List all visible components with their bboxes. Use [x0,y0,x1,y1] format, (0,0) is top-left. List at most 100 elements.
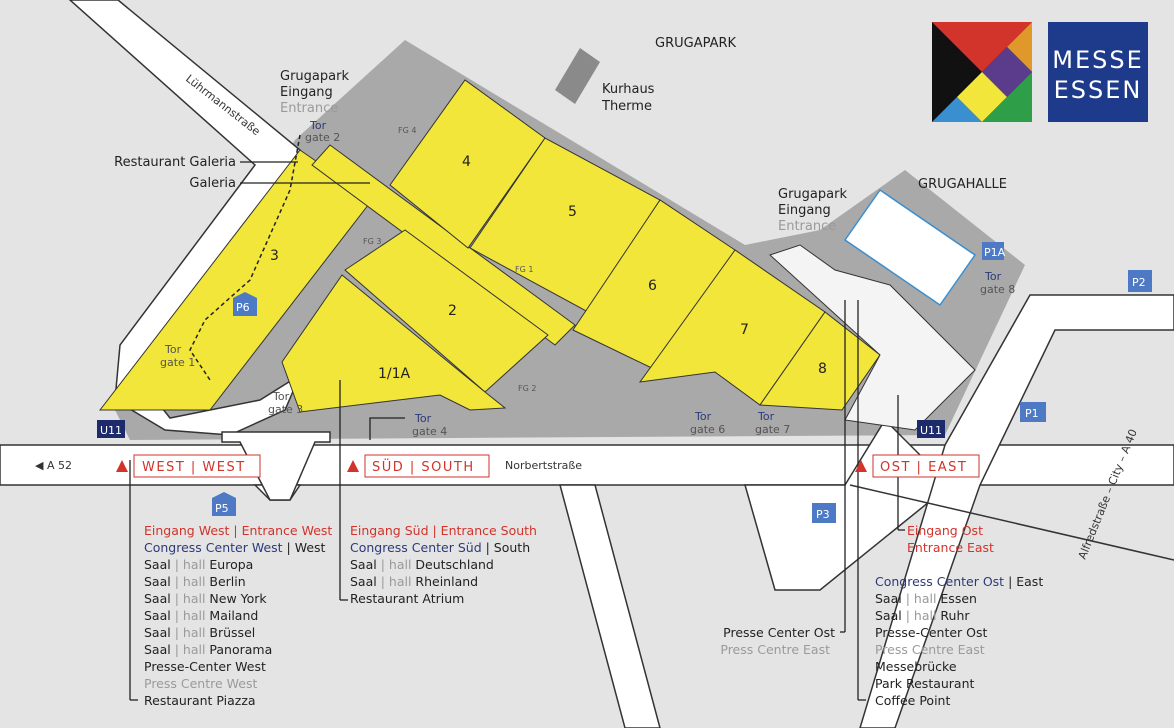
hall-7-label: 7 [740,322,749,338]
svg-text:Restaurant Atrium: Restaurant Atrium [350,591,464,606]
svg-text:gate 3: gate 3 [268,403,303,416]
park-entrance-east-3: Entrance [778,219,836,234]
svg-text:gate 7: gate 7 [755,423,790,436]
svg-text:Restaurant Piazza: Restaurant Piazza [144,693,256,708]
a52-direction: ◀ A 52 [35,459,72,472]
parking-p2[interactable]: P2 [1128,270,1152,292]
svg-text:P3: P3 [816,508,830,521]
svg-text:Saal | hall Mailand: Saal | hall Mailand [144,608,258,623]
hall-4-label: 4 [462,154,471,170]
svg-text:gate 4: gate 4 [412,425,447,438]
legend-south: Eingang Süd | Entrance South Congress Ce… [350,523,537,606]
svg-text:Coffee Point: Coffee Point [875,693,950,708]
svg-text:Saal | hall Deutschland: Saal | hall Deutschland [350,557,494,572]
svg-text:Presse Center Ost: Presse Center Ost [723,625,835,640]
fg-4-label: FG 4 [398,126,416,135]
svg-text:WEST | WEST: WEST | WEST [142,460,246,475]
walking-path [189,134,301,381]
fg-2-label: FG 2 [518,384,536,393]
park-entrance-east-2: Eingang [778,203,831,218]
svg-text:Congress Center West | West: Congress Center West | West [144,540,326,555]
hall-6-label: 6 [648,278,657,294]
svg-text:Tor: Tor [309,119,327,132]
hall-1-label: 1/1A [378,366,411,382]
road-alfredstrasse [859,294,1174,728]
svg-text:Park Restaurant: Park Restaurant [875,676,975,691]
fg-3-label: FG 3 [363,237,381,246]
svg-text:Presse-Center Ost: Presse-Center Ost [875,625,987,640]
svg-text:Press Centre West: Press Centre West [144,676,257,691]
svg-text:gate 1: gate 1 [160,356,195,369]
area-grugapark: GRUGAPARK [655,36,737,51]
svg-text:OST | EAST: OST | EAST [880,460,967,475]
road-diagonal [849,484,1174,561]
svg-text:Tor: Tor [757,410,775,423]
svg-text:Tor: Tor [694,410,712,423]
svg-text:P1A: P1A [984,246,1006,259]
svg-text:gate 8: gate 8 [980,283,1015,296]
hall-8-label: 8 [818,361,827,377]
ubahn-u11-west[interactable]: U11 [97,420,125,438]
svg-text:Congress Center Süd | South: Congress Center Süd | South [350,540,530,555]
hall-2 [344,229,549,393]
kurhaus-building [555,48,600,104]
hall-5-label: 5 [568,204,577,220]
park-entrance-west-2: Eingang [280,85,333,100]
bridge-west [221,431,331,501]
parking-p6[interactable]: P6 [233,292,257,316]
svg-text:P2: P2 [1132,276,1146,289]
svg-text:Eingang Ost: Eingang Ost [907,523,983,538]
road-south-2 [559,484,661,728]
svg-text:Presse-Center West: Presse-Center West [144,659,266,674]
svg-text:Congress Center Ost | East: Congress Center Ost | East [875,574,1043,589]
street-norbertstrasse: Norbertstraße [505,459,582,472]
legend-west: Eingang West | Entrance West Congress Ce… [144,523,332,708]
entrance-east[interactable]: OST | EAST [855,454,980,478]
svg-text:Saal | hall Panorama: Saal | hall Panorama [144,642,272,657]
svg-text:P6: P6 [236,301,250,314]
park-entrance-east: Grugapark [778,187,847,202]
parking-p1a[interactable]: P1A [982,242,1006,260]
svg-text:Saal | hall Essen: Saal | hall Essen [875,591,977,606]
svg-text:Saal | hall Brüssel: Saal | hall Brüssel [144,625,255,640]
entrance-west[interactable]: WEST | WEST [116,454,261,478]
hall-1 [281,274,507,413]
svg-text:Saal | hall New York: Saal | hall New York [144,591,267,606]
legend-east: Eingang Ost Entrance East Congress Cente… [720,523,1043,708]
entrance-south[interactable]: SÜD | SOUTH [347,454,490,478]
svg-text:Eingang West | Entrance West: Eingang West | Entrance West [144,523,332,538]
parking-p3[interactable]: P3 [812,503,836,523]
svg-text:Tor: Tor [272,390,290,403]
grugahalle-building [843,188,977,307]
logo-text-messe: MESSE [1052,46,1144,74]
svg-text:Eingang Süd | Entrance South: Eingang Süd | Entrance South [350,523,537,538]
kurhaus-label: Kurhaus [602,82,655,97]
area-grugahalle: GRUGAHALLE [918,177,1007,192]
svg-text:Saal | hall Europa: Saal | hall Europa [144,557,253,572]
parking-p1[interactable]: P1 [1020,402,1046,422]
park-entrance-west-3: Entrance [280,101,338,116]
hall-3-label: 3 [270,248,279,264]
parking-p5[interactable]: P5 [212,492,236,516]
svg-text:P1: P1 [1025,407,1039,420]
east-building [769,244,976,431]
svg-text:Saal | hall Rheinland: Saal | hall Rheinland [350,574,478,589]
svg-text:gate 6: gate 6 [690,423,725,436]
svg-text:gate 2: gate 2 [305,131,340,144]
svg-text:Tor: Tor [414,412,432,425]
park-entrance-west: Grugapark [280,69,349,84]
ubahn-u11-east[interactable]: U11 [917,420,945,438]
svg-text:Saal | hall Berlin: Saal | hall Berlin [144,574,246,589]
svg-text:Press Centre East: Press Centre East [720,642,830,657]
logo-text-essen: ESSEN [1054,76,1143,104]
svg-text:Entrance East: Entrance East [907,540,994,555]
hall-2-label: 2 [448,303,457,319]
